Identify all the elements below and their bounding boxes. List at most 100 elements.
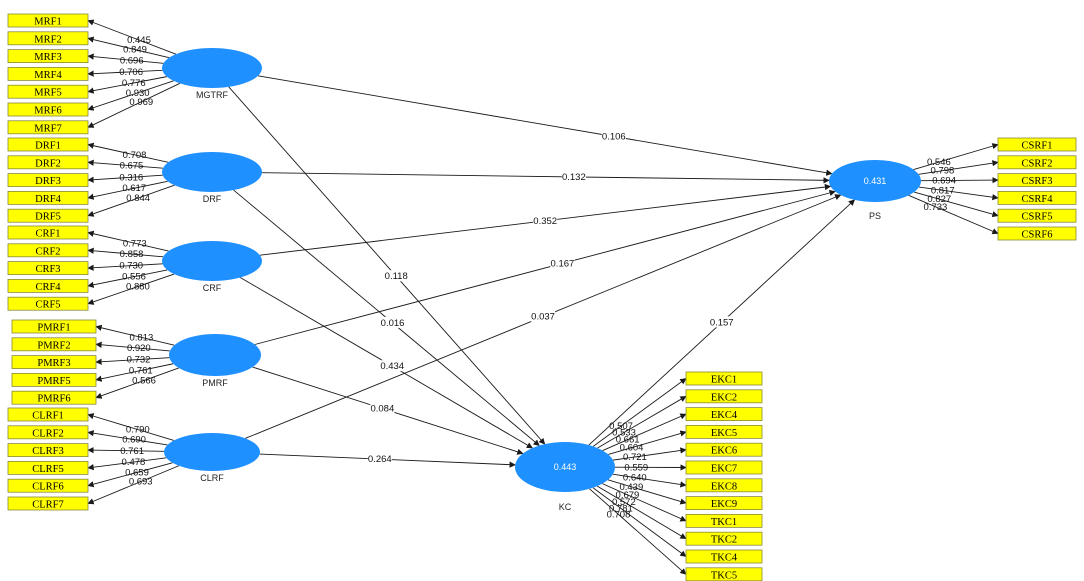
indicator-crf5[interactable]: CRF5 [7, 296, 89, 311]
indicator-box[interactable] [997, 208, 1077, 223]
indicator-crf3[interactable]: CRF3 [7, 261, 89, 276]
indicator-mrf6[interactable]: MRF6 [7, 102, 89, 117]
indicator-drf2[interactable]: DRF2 [7, 155, 89, 170]
indicator-box[interactable] [685, 460, 763, 475]
construct-pmrf[interactable]: PMRF [169, 334, 261, 388]
indicator-ekc8[interactable]: EKC8 [685, 478, 763, 493]
indicator-mrf7[interactable]: MRF7 [7, 120, 89, 135]
indicator-box[interactable] [997, 190, 1077, 205]
indicator-tkc1[interactable]: TKC1 [685, 514, 763, 528]
indicator-box[interactable] [997, 155, 1077, 170]
indicator-box[interactable] [685, 389, 763, 404]
indicator-box[interactable] [11, 337, 97, 352]
indicator-box[interactable] [7, 67, 89, 81]
indicator-box[interactable] [7, 102, 89, 117]
indicator-box[interactable] [7, 208, 89, 223]
indicator-mrf1[interactable]: MRF1 [7, 13, 89, 28]
indicator-box[interactable] [11, 355, 97, 370]
indicator-ekc7[interactable]: EKC7 [685, 460, 763, 475]
indicator-box[interactable] [997, 226, 1077, 241]
indicator-csrf6[interactable]: CSRF6 [997, 226, 1077, 241]
indicator-drf5[interactable]: DRF5 [7, 208, 89, 223]
indicator-box[interactable] [11, 390, 97, 405]
construct-ellipse[interactable] [162, 152, 262, 192]
indicator-box[interactable] [7, 443, 89, 458]
indicator-csrf1[interactable]: CSRF1 [997, 137, 1077, 152]
indicator-clrf3[interactable]: CLRF3 [7, 443, 89, 458]
construct-ellipse[interactable] [829, 160, 921, 202]
indicator-ekc6[interactable]: EKC6 [685, 442, 763, 457]
indicator-box[interactable] [7, 190, 89, 205]
indicator-box[interactable] [11, 372, 97, 387]
indicator-box[interactable] [7, 13, 89, 28]
indicator-mrf3[interactable]: MRF3 [7, 49, 89, 64]
indicator-mrf2[interactable]: MRF2 [7, 31, 89, 46]
indicator-pmrf6[interactable]: PMRF6 [11, 390, 97, 405]
indicator-pmrf5[interactable]: PMRF5 [11, 372, 97, 387]
indicator-clrf1[interactable]: CLRF1 [7, 407, 89, 422]
indicator-tkc2[interactable]: TKC2 [685, 531, 763, 546]
indicator-crf2[interactable]: CRF2 [7, 243, 89, 258]
indicator-box[interactable] [7, 155, 89, 170]
indicator-ekc5[interactable]: EKC5 [685, 424, 763, 439]
indicator-mrf5[interactable]: MRF5 [7, 84, 89, 99]
indicator-clrf5[interactable]: CLRF5 [7, 460, 89, 475]
indicator-box[interactable] [685, 442, 763, 457]
indicator-box[interactable] [685, 531, 763, 546]
indicator-ekc4[interactable]: EKC4 [685, 407, 763, 422]
indicator-drf1[interactable]: DRF1 [7, 137, 89, 152]
indicator-tkc5[interactable]: TKC5 [685, 567, 763, 581]
construct-ellipse[interactable] [162, 48, 262, 88]
indicator-csrf5[interactable]: CSRF5 [997, 208, 1077, 223]
indicator-box[interactable] [7, 261, 89, 276]
indicator-box[interactable] [7, 296, 89, 311]
indicator-clrf2[interactable]: CLRF2 [7, 425, 89, 440]
indicator-clrf7[interactable]: CLRF7 [7, 496, 89, 511]
indicator-box[interactable] [7, 84, 89, 99]
indicator-box[interactable] [7, 460, 89, 475]
indicator-box[interactable] [685, 514, 763, 528]
indicator-box[interactable] [7, 478, 89, 493]
indicator-box[interactable] [7, 225, 89, 240]
indicator-ekc2[interactable]: EKC2 [685, 389, 763, 404]
indicator-box[interactable] [7, 243, 89, 258]
indicator-drf4[interactable]: DRF4 [7, 190, 89, 205]
indicator-crf4[interactable]: CRF4 [7, 278, 89, 293]
indicator-clrf6[interactable]: CLRF6 [7, 478, 89, 493]
construct-ellipse[interactable] [515, 442, 615, 492]
construct-clrf[interactable]: CLRF [164, 433, 260, 483]
construct-ellipse[interactable] [162, 241, 262, 281]
indicator-pmrf1[interactable]: PMRF1 [11, 319, 97, 334]
indicator-box[interactable] [7, 173, 89, 188]
indicator-pmrf2[interactable]: PMRF2 [11, 337, 97, 352]
indicator-box[interactable] [685, 424, 763, 439]
indicator-box[interactable] [685, 549, 763, 564]
indicator-box[interactable] [7, 425, 89, 440]
construct-ellipse[interactable] [169, 334, 261, 376]
indicator-box[interactable] [685, 478, 763, 493]
construct-crf[interactable]: CRF [162, 241, 262, 293]
indicator-csrf4[interactable]: CSRF4 [997, 190, 1077, 205]
indicator-pmrf3[interactable]: PMRF3 [11, 355, 97, 370]
indicator-ekc1[interactable]: EKC1 [685, 371, 763, 386]
indicator-box[interactable] [997, 173, 1077, 188]
indicator-csrf2[interactable]: CSRF2 [997, 155, 1077, 170]
indicator-ekc9[interactable]: EKC9 [685, 496, 763, 511]
indicator-box[interactable] [7, 31, 89, 46]
indicator-box[interactable] [685, 407, 763, 422]
indicator-box[interactable] [11, 319, 97, 334]
indicator-crf1[interactable]: CRF1 [7, 225, 89, 240]
indicator-box[interactable] [685, 371, 763, 386]
indicator-drf3[interactable]: DRF3 [7, 173, 89, 188]
indicator-box[interactable] [7, 407, 89, 422]
indicator-box[interactable] [7, 278, 89, 293]
indicator-box[interactable] [685, 496, 763, 511]
indicator-box[interactable] [7, 49, 89, 63]
indicator-mrf4[interactable]: MRF4 [7, 67, 89, 81]
indicator-box[interactable] [997, 137, 1077, 152]
indicator-tkc4[interactable]: TKC4 [685, 549, 763, 564]
construct-ellipse[interactable] [164, 433, 260, 471]
construct-mgtrf[interactable]: MGTRF [162, 48, 262, 100]
